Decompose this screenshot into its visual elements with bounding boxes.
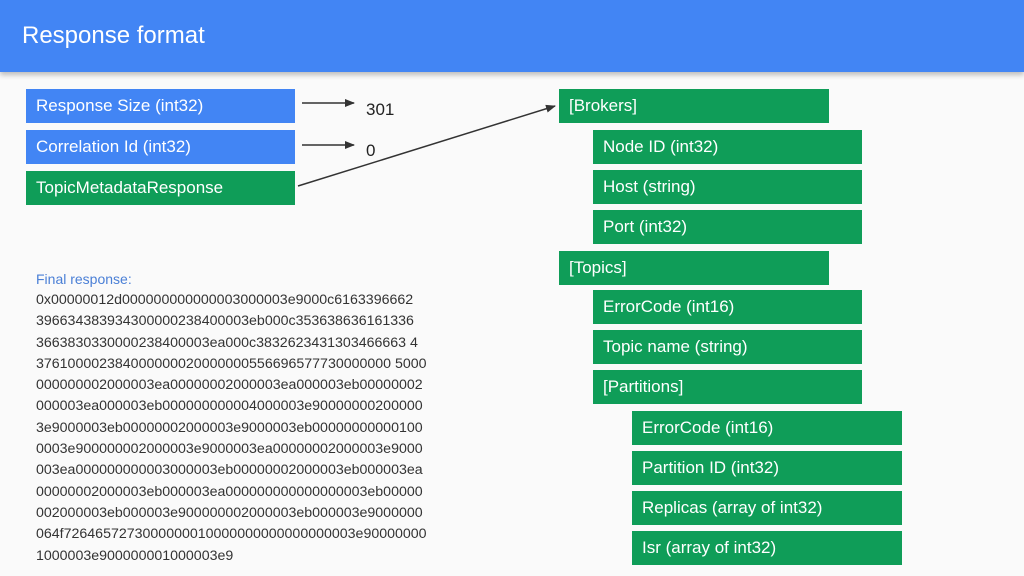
hex-line: 00000002000003eb000003ea0000000000000000… [36,483,423,500]
response-size-box: Response Size (int32) [26,89,295,123]
response-size-value: 301 [366,100,395,119]
topic-metadata-response-box: TopicMetadataResponse [26,171,295,205]
hex-line: 000000002000003ea00000002000003ea000003e… [36,377,423,394]
correlation-id-box: Correlation Id (int32) [26,130,295,164]
partitions-box: [Partitions] [593,370,862,404]
port-box: Port (int32) [593,210,862,244]
hex-line: 0003e900000002000003e9000003ea0000000200… [36,441,423,458]
hex-line: 3761000023840000000200000005566965777300… [36,355,427,372]
hex-line: 002000003eb000003e900000002000003eb00000… [36,504,423,521]
brokers-box: [Brokers] [559,89,829,123]
hex-line: 3663830330000238400003ea000c383262343130… [36,334,418,351]
topic-name-box: Topic name (string) [593,330,862,364]
hex-line: 000003ea000003eb000000000004000003e90000… [36,398,423,415]
replicas-box: Replicas (array of int32) [632,491,902,525]
correlation-id-value: 0 [366,141,376,160]
arrow-topic-metadata [297,104,556,187]
hex-line: 0x00000012d000000000000003000003e9000c61… [36,292,414,308]
final-response-label: Final response: [36,271,132,287]
topics-box: [Topics] [559,251,829,285]
hex-line: 003ea000000000003000003eb00000002000003e… [36,462,423,479]
hex-line: 064f726465727300000001000000000000000000… [36,526,427,543]
partition-error-code-box: ErrorCode (int16) [632,411,902,445]
header-bar: Response format [0,0,1024,72]
final-response-hex: 0x00000012d000000000000003000003e9000c61… [36,290,516,567]
hex-line: 1000003e900000001000003e9 [36,547,234,564]
partition-id-box: Partition ID (int32) [632,451,902,485]
page-title: Response format [22,22,205,49]
node-id-box: Node ID (int32) [593,130,862,164]
hex-line: 3e9000003eb00000002000003e9000003eb00000… [36,419,423,436]
host-box: Host (string) [593,170,862,204]
topic-error-code-box: ErrorCode (int16) [593,290,862,324]
isr-box: Isr (array of int32) [632,531,902,565]
hex-line: 396634383934300000238400003eb000c3536386… [36,313,414,330]
